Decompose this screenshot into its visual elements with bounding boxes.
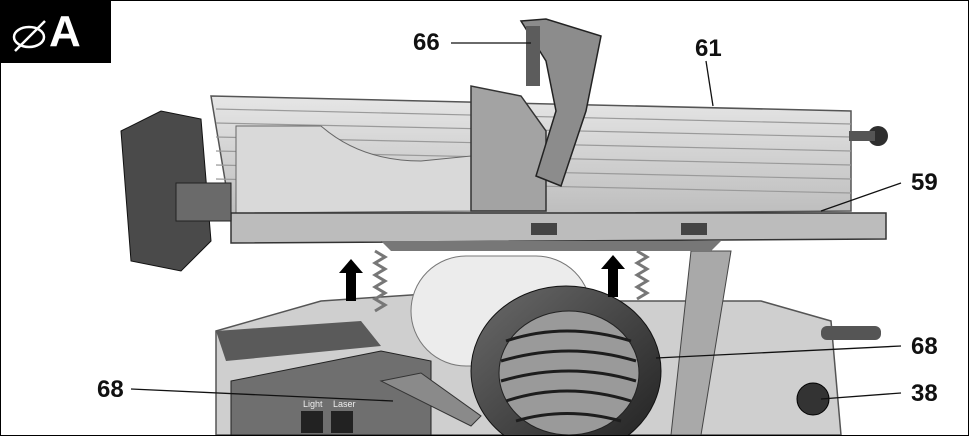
callout-59: 59	[911, 169, 938, 196]
side-handle	[821, 326, 881, 340]
callout-38: 38	[911, 380, 938, 407]
lever-68-left	[379, 372, 482, 427]
callout-68-right: 68	[911, 333, 938, 360]
light-button-label: Light	[303, 399, 323, 409]
callout-66: 66	[413, 29, 440, 56]
support-arm	[670, 250, 732, 435]
lift-arrows	[339, 255, 625, 301]
table-rail	[230, 212, 887, 244]
up-arrow-right	[601, 255, 625, 297]
handle-bar	[216, 321, 381, 361]
table-end-cap	[120, 110, 212, 272]
height-adjust-springs	[372, 249, 650, 313]
workpiece-stop	[470, 18, 602, 212]
up-arrow-left	[339, 259, 363, 301]
figure-label: A	[49, 7, 81, 56]
callout-61: 61	[695, 35, 722, 62]
saw-blade-off-icon	[12, 20, 46, 52]
motor-housing	[470, 285, 662, 435]
figure-label-tab: A	[1, 1, 111, 63]
callout-68-left: 68	[97, 376, 124, 403]
laser-button-label: Laser	[333, 399, 356, 409]
leader-lines	[130, 42, 902, 402]
